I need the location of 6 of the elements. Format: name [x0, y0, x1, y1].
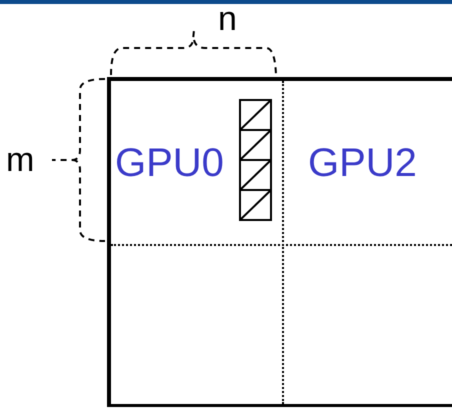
- dimension-label: n: [218, 2, 237, 36]
- block-label: GPU0: [115, 143, 224, 183]
- matrix-box: [107, 77, 452, 407]
- dimension-label: m: [6, 143, 34, 177]
- block-label: GPU2: [308, 143, 417, 183]
- matrix-block: [282, 244, 452, 404]
